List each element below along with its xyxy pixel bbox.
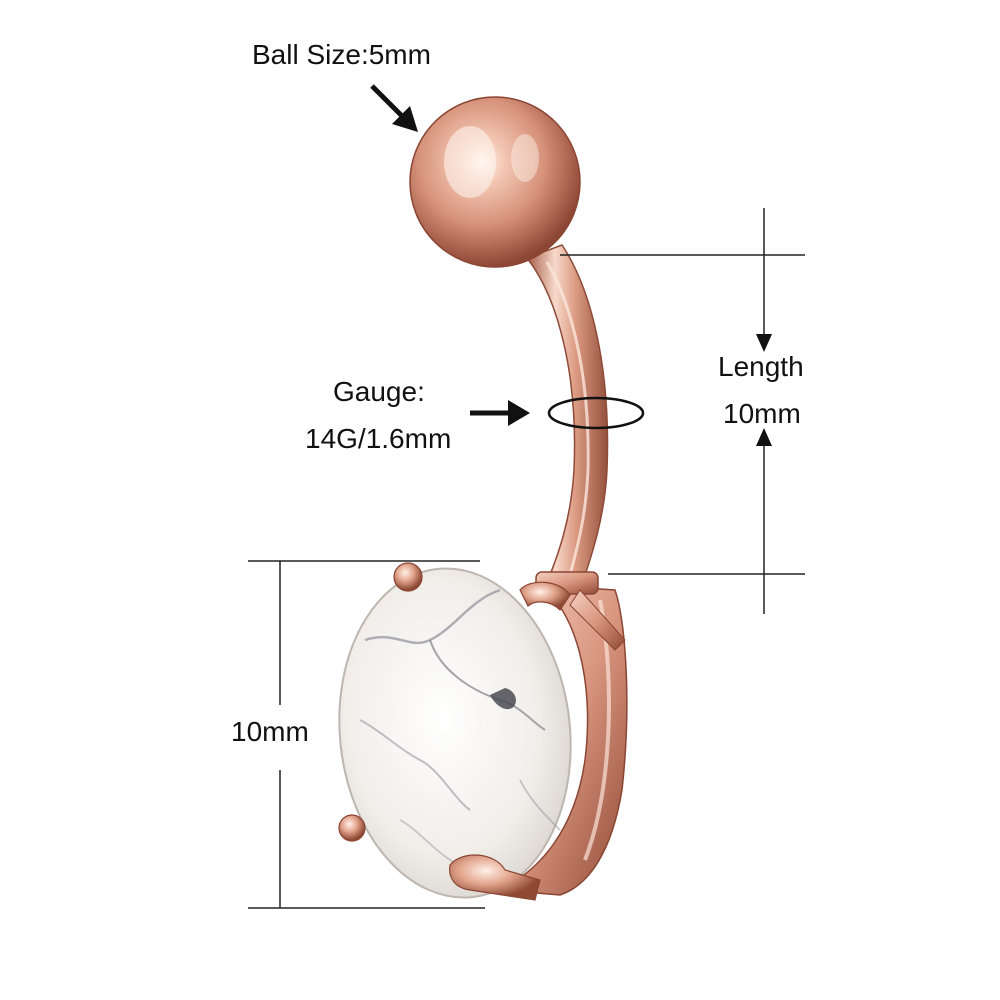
length-value-label: 10mm	[723, 398, 801, 429]
stone-height-dimension-lines	[248, 560, 485, 909]
curved-bar	[525, 244, 609, 585]
prongs	[338, 562, 571, 901]
top-ball	[409, 96, 581, 268]
white-howlite-stone	[338, 567, 572, 899]
gauge-arrow	[470, 400, 530, 426]
ball-size-arrow	[370, 84, 418, 132]
gauge-ring	[547, 396, 645, 430]
length-dimension-lines	[560, 208, 805, 614]
ball-size-label: Ball Size:5mm	[252, 39, 431, 70]
gauge-value-label: 14G/1.6mm	[305, 423, 452, 454]
length-title-label: Length	[718, 351, 804, 382]
gauge-title-label: Gauge:	[333, 376, 425, 407]
stone-height-label: 10mm	[231, 716, 309, 747]
